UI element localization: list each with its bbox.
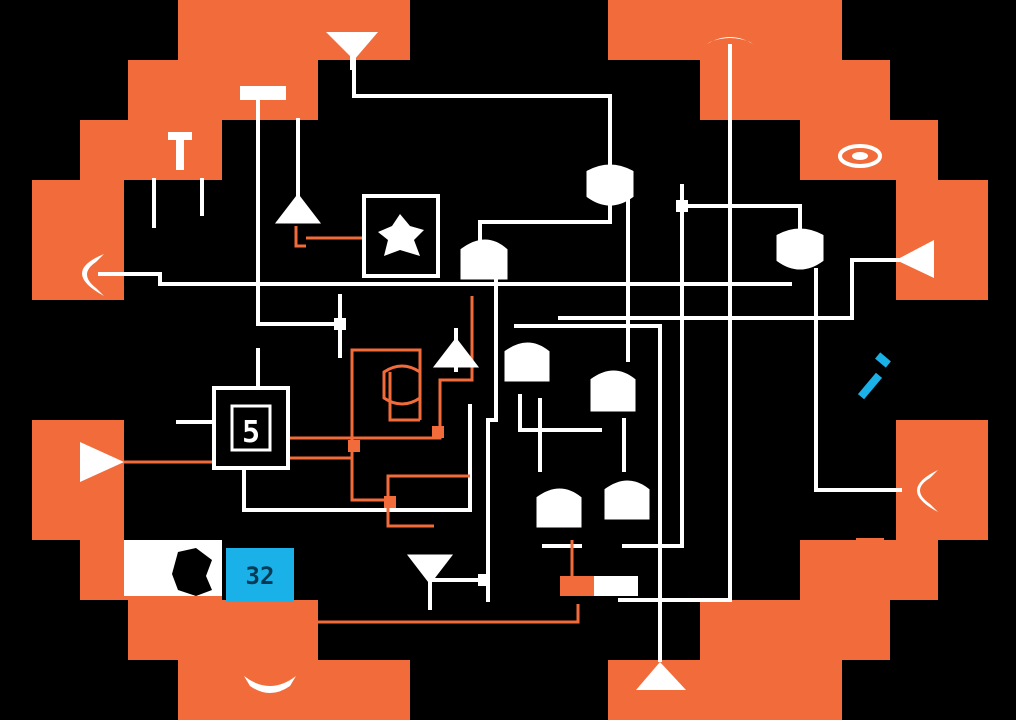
powered-wire	[388, 372, 420, 422]
bottom-left-cup-icon[interactable]	[244, 676, 296, 693]
powered-wire	[270, 604, 580, 660]
wire	[518, 394, 602, 432]
counter-value: 5	[242, 415, 260, 450]
wire	[814, 268, 902, 492]
right-c-port-icon[interactable]	[917, 470, 938, 512]
buffer-gate[interactable]	[274, 193, 322, 224]
key-head-icon[interactable]	[240, 86, 286, 100]
powered-wire	[386, 500, 434, 528]
or-gate[interactable]	[586, 164, 634, 206]
eye-sensor-icon[interactable]	[838, 144, 882, 168]
orange-node	[384, 496, 396, 508]
top-left-funnel-stem	[350, 56, 356, 70]
bat-bot-face	[172, 548, 212, 596]
nand-gate[interactable]	[460, 239, 508, 280]
frame-top-left	[32, 0, 410, 300]
wire	[558, 258, 902, 320]
nand-gate[interactable]	[504, 342, 550, 382]
node	[676, 200, 688, 212]
tools	[240, 86, 891, 594]
powered-wire	[438, 296, 474, 430]
wire	[514, 324, 662, 662]
wire	[622, 184, 684, 548]
gates	[274, 164, 824, 585]
nodes	[334, 200, 688, 586]
orange-node	[432, 426, 444, 438]
orange-gate[interactable]	[382, 364, 422, 406]
spark-box[interactable]	[362, 194, 440, 278]
combiner-orange	[560, 576, 594, 596]
nand-gate[interactable]	[536, 488, 582, 528]
ports	[80, 32, 938, 693]
top-left-funnel-icon[interactable]	[326, 32, 378, 60]
components	[124, 194, 638, 602]
buffer-gate[interactable]	[432, 337, 480, 368]
wire	[618, 44, 732, 602]
counter-inner	[230, 404, 272, 452]
frame-bottom-right	[608, 420, 988, 720]
wires	[98, 44, 902, 662]
node	[478, 574, 490, 586]
nand-gate[interactable]	[590, 370, 636, 412]
wrench-icon[interactable]	[857, 352, 891, 400]
powered-wire	[350, 458, 470, 502]
powered-wire	[290, 420, 442, 440]
wire	[486, 278, 498, 602]
nand-gate[interactable]	[604, 480, 650, 520]
frame-top-right	[608, 0, 988, 300]
wire	[478, 198, 612, 252]
right-flag-icon[interactable]	[896, 240, 934, 278]
powered-wire	[294, 226, 306, 248]
i-beam-icon[interactable]	[856, 538, 884, 594]
left-arrow-port-icon[interactable]	[80, 442, 124, 482]
wire	[352, 68, 612, 172]
spark-icon	[378, 214, 424, 256]
wire	[256, 88, 342, 326]
or-gate[interactable]	[776, 228, 824, 270]
t-probe-stem	[176, 136, 184, 170]
chip-label: 32	[246, 562, 275, 590]
chip-body[interactable]	[226, 548, 294, 602]
inverter-gate[interactable]	[406, 554, 454, 585]
orange-node	[348, 440, 360, 452]
left-c-port-icon[interactable]	[82, 254, 104, 296]
eye-sensor-pupil	[852, 152, 868, 160]
top-right-dish-icon[interactable]	[704, 37, 756, 46]
bottom-right-triangle-icon[interactable]	[636, 662, 686, 690]
wire	[98, 272, 792, 286]
node	[334, 318, 346, 330]
